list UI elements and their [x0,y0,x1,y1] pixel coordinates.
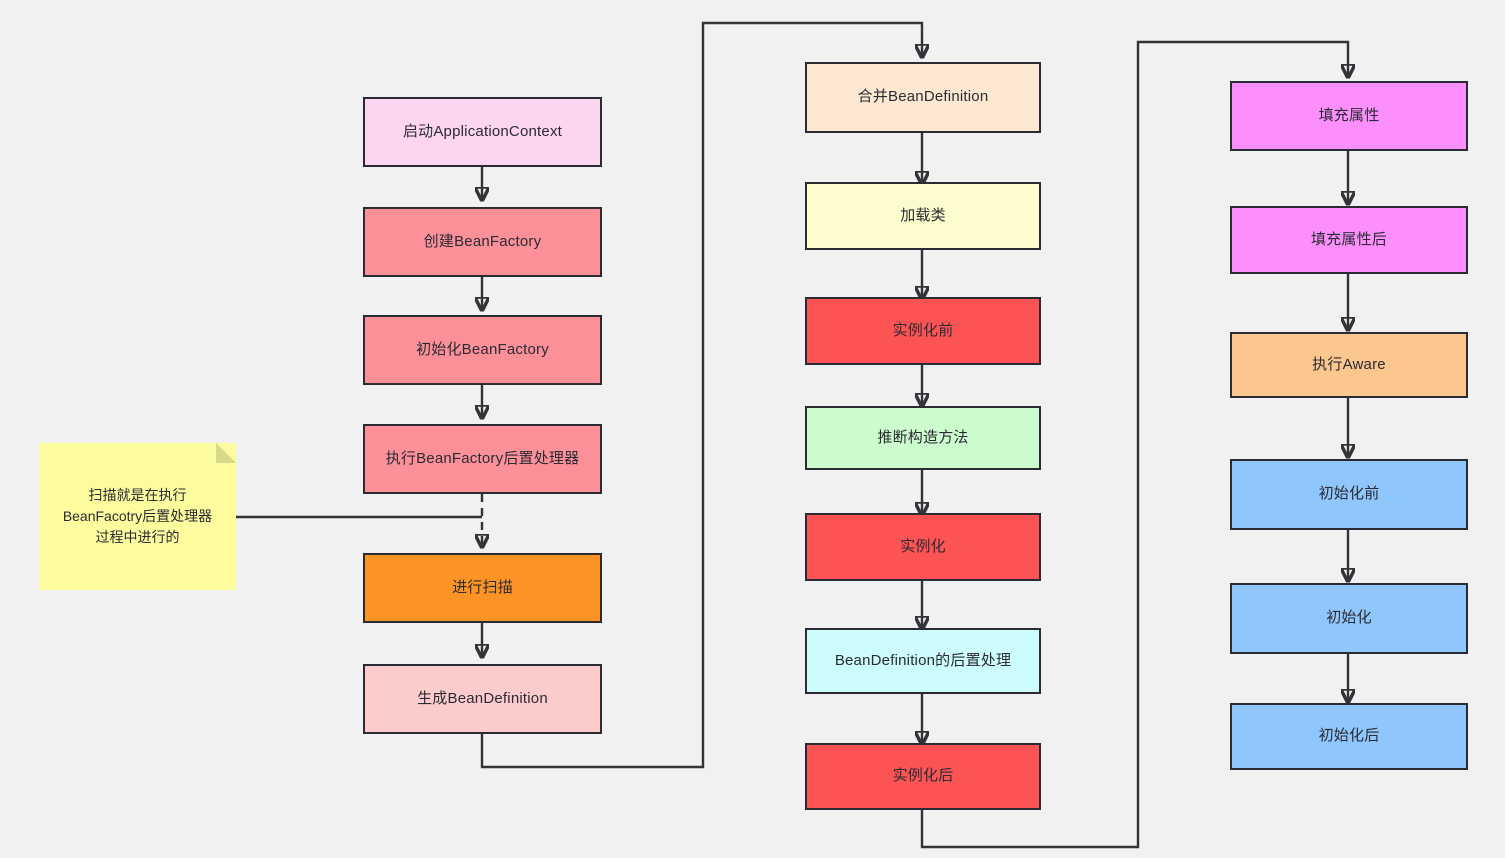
node-populate-properties[interactable]: 填充属性 [1230,81,1468,151]
node-before-initialization[interactable]: 初始化前 [1230,459,1468,530]
node-run-bean-factory-post-processor[interactable]: 执行BeanFactory后置处理器 [363,424,602,494]
note-fold-corner [216,443,236,463]
node-infer-constructor[interactable]: 推断构造方法 [805,406,1041,470]
node-after-instantiation[interactable]: 实例化后 [805,743,1041,810]
node-bean-definition-post-process[interactable]: BeanDefinition的后置处理 [805,628,1041,694]
node-instantiation[interactable]: 实例化 [805,513,1041,581]
node-perform-scan[interactable]: 进行扫描 [363,553,602,623]
scan-explanation-note[interactable]: 扫描就是在执行 BeanFacotry后置处理器 过程中进行的 [39,443,236,590]
node-create-bean-factory[interactable]: 创建BeanFactory [363,207,602,277]
node-execute-aware[interactable]: 执行Aware [1230,332,1468,398]
node-initialization[interactable]: 初始化 [1230,583,1468,654]
node-after-initialization[interactable]: 初始化后 [1230,703,1468,770]
node-merge-bean-definition[interactable]: 合并BeanDefinition [805,62,1041,133]
node-start-application-context[interactable]: 启动ApplicationContext [363,97,602,167]
node-init-bean-factory[interactable]: 初始化BeanFactory [363,315,602,385]
node-generate-bean-definition[interactable]: 生成BeanDefinition [363,664,602,734]
node-load-class[interactable]: 加载类 [805,182,1041,250]
node-before-instantiation[interactable]: 实例化前 [805,297,1041,365]
node-after-populate-properties[interactable]: 填充属性后 [1230,206,1468,274]
